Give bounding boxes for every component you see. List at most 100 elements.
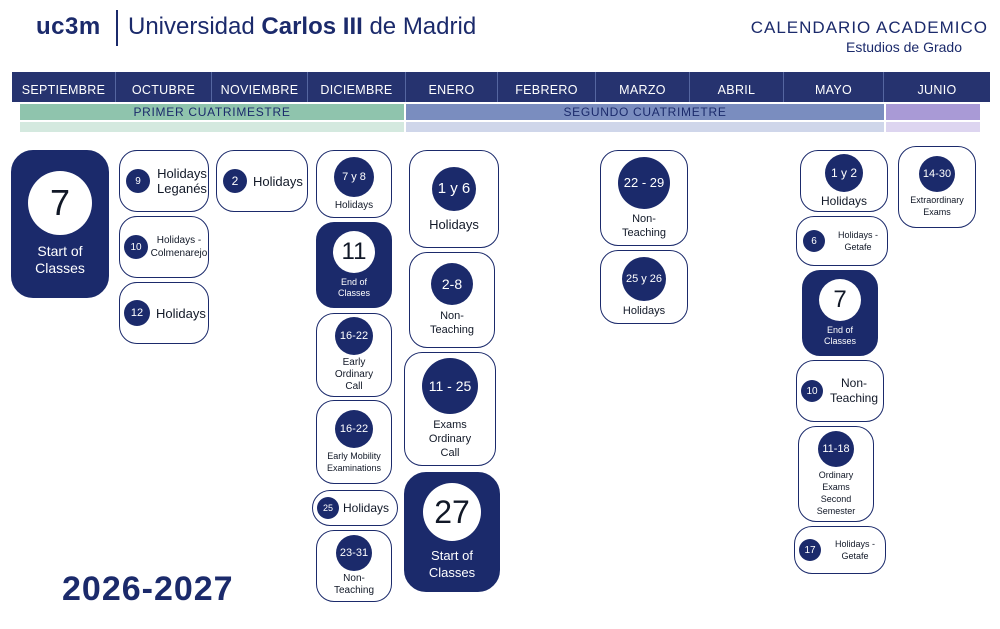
event-day-oct-10: 10: [124, 235, 148, 259]
event-day-sep-start: 7: [28, 171, 92, 235]
event-day-dec-25: 25: [317, 497, 339, 519]
university-name-bold: Carlos III: [261, 13, 363, 40]
event-label-may-exams: Ordinary Exams Second Semester: [816, 470, 856, 516]
event-day-jun-extra: 14-30: [919, 156, 955, 192]
first-semester-band: PRIMER CUATRIMESTRE: [20, 104, 404, 120]
event-card-mar-hol: 25 y 26 Holidays: [600, 250, 688, 324]
event-label-jan-non: Non-Teaching: [429, 310, 475, 336]
month-november: NOVIEMBRE: [212, 72, 308, 102]
event-day-oct-12: 12: [124, 300, 150, 326]
event-day-may-hol: 1 y 2: [825, 154, 863, 192]
month-march: MARZO: [596, 72, 690, 102]
second-semester-underline: [406, 122, 884, 132]
event-day-nov-2: 2: [223, 169, 247, 193]
event-day-mar-hol: 25 y 26: [622, 257, 666, 301]
uc3m-logo: uc3m: [36, 13, 101, 40]
event-day-jan-non: 2-8: [431, 263, 473, 305]
month-october: OCTUBRE: [116, 72, 212, 102]
academic-year: 2026-2027: [62, 570, 234, 608]
month-june: JUNIO: [917, 83, 957, 97]
event-day-may-6: 6: [803, 230, 825, 252]
semester-row: PRIMER CUATRIMESTRE SEGUNDO CUATRIMETRE: [20, 104, 980, 132]
event-day-dec-7-8: 7 y 8: [334, 157, 374, 197]
event-label-nov-2: Holidays: [253, 173, 303, 189]
month-september: SEPTIEMBRE: [12, 72, 116, 102]
event-card-nov-2: 2 Holidays: [216, 150, 308, 212]
calendar-subtitle: Estudios de Grado: [846, 39, 962, 55]
event-day-may-exams: 11-18: [818, 431, 854, 467]
event-card-jun-extra: 14-30 Extraordinary Exams: [898, 146, 976, 228]
logo-divider: [116, 10, 118, 46]
month-february: FEBRERO: [498, 72, 596, 102]
event-day-oct-9: 9: [126, 169, 150, 193]
june-band: [886, 104, 980, 120]
event-card-may-hol: 1 y 2 Holidays: [800, 150, 888, 212]
event-card-dec-early: 16-22 Early Ordinary Call: [316, 313, 392, 397]
calendar-title: CALENDARIO ACADEMICO: [750, 18, 988, 37]
event-card-jan-hol: 1 y 6 Holidays: [409, 150, 499, 248]
university-name-pre: Universidad: [128, 13, 262, 40]
event-label-dec-non: Non-Teaching: [333, 573, 375, 596]
event-day-dec-end: 11: [333, 231, 375, 273]
event-label-mar-non: Non-Teaching: [621, 212, 667, 239]
event-day-dec-mobility: 16-22: [335, 410, 373, 448]
event-label-oct-12: Holidays: [156, 305, 206, 321]
event-card-dec-end: 11 End of Classes: [316, 222, 392, 308]
event-day-dec-early: 16-22: [335, 317, 373, 355]
event-label-jan-hol: Holidays: [429, 216, 479, 232]
event-card-sep-start: 7 Start of Classes: [11, 150, 109, 298]
event-label-may-hol: Holidays: [820, 194, 868, 208]
month-april: ABRIL: [690, 72, 784, 102]
event-card-may-10: 10 Non-Teaching: [796, 360, 884, 422]
event-label-dec-mobility: Early Mobility Examinations: [326, 451, 382, 473]
event-card-mar-non: 22 - 29 Non-Teaching: [600, 150, 688, 246]
event-label-mar-hol: Holidays: [622, 305, 666, 317]
event-label-jan-exams: Exams Ordinary Call: [428, 419, 472, 459]
event-day-jan-start: 27: [423, 483, 481, 541]
first-semester-underline: [20, 122, 404, 132]
event-card-jan-exams: 11 - 25 Exams Ordinary Call: [404, 352, 496, 466]
event-card-dec-7-8: 7 y 8 Holidays: [316, 150, 392, 218]
event-card-oct-9: 9 Holidays Leganés: [119, 150, 209, 212]
event-card-dec-25: 25 Holidays: [312, 490, 398, 526]
event-day-jan-hol: 1 y 6: [432, 166, 476, 211]
event-label-dec-7-8: Holidays: [334, 200, 374, 211]
event-label-dec-end: End of Classes: [337, 277, 370, 298]
month-december: DICIEMBRE: [308, 72, 406, 102]
event-label-dec-early: Early Ordinary Call: [334, 357, 374, 392]
event-card-dec-non: 23-31 Non-Teaching: [316, 530, 392, 602]
event-label-may-end: End of Classes: [823, 325, 856, 346]
event-day-jan-exams: 11 - 25: [422, 358, 478, 414]
university-name-post: de Madrid: [362, 13, 477, 40]
event-label-sep-start: Start of Classes: [35, 243, 85, 276]
event-label-oct-9: Holidays Leganés: [157, 166, 207, 196]
month-january: ENERO: [406, 72, 498, 102]
event-label-oct-10: Holidays - Colmenarejo: [150, 235, 208, 259]
month-bar: SEPTIEMBRE OCTUBRE NOVIEMBRE DICIEMBRE E…: [12, 72, 990, 102]
june-underline: [886, 122, 980, 132]
first-semester-label: PRIMER CUATRIMESTRE: [133, 105, 291, 119]
month-may: MAYO: [784, 72, 884, 102]
event-day-dec-non: 23-31: [336, 535, 372, 571]
event-card-may-end: 7 End of Classes: [802, 270, 878, 356]
event-card-dec-mobility: 16-22 Early Mobility Examinations: [316, 400, 392, 484]
event-card-may-exams: 11-18 Ordinary Exams Second Semester: [798, 426, 874, 522]
event-label-jun-extra: Extraordinary Exams: [910, 195, 964, 217]
event-label-may-6: Holidays - Getafe: [837, 230, 878, 252]
second-semester-band: SEGUNDO CUATRIMETRE: [406, 104, 884, 120]
event-card-may-17: 17 Holidays - Getafe: [794, 526, 886, 574]
event-day-mar-non: 22 - 29: [618, 156, 670, 209]
event-card-jan-start: 27 Start of Classes: [404, 472, 500, 592]
event-label-jan-start: Start of Classes: [428, 548, 476, 580]
event-day-may-10: 10: [801, 380, 823, 402]
university-name: Universidad Carlos III de Madrid: [128, 13, 476, 41]
event-day-may-end: 7: [819, 279, 861, 321]
event-card-oct-12: 12 Holidays: [119, 282, 209, 344]
event-day-may-17: 17: [799, 539, 821, 561]
second-semester-label: SEGUNDO CUATRIMETRE: [563, 105, 727, 119]
event-card-oct-10: 10 Holidays - Colmenarejo: [119, 216, 209, 278]
event-card-jan-non: 2-8 Non-Teaching: [409, 252, 495, 348]
event-label-may-17: Holidays - Getafe: [834, 539, 875, 561]
event-label-dec-25: Holidays: [343, 501, 390, 515]
event-card-may-6: 6 Holidays - Getafe: [796, 216, 888, 266]
